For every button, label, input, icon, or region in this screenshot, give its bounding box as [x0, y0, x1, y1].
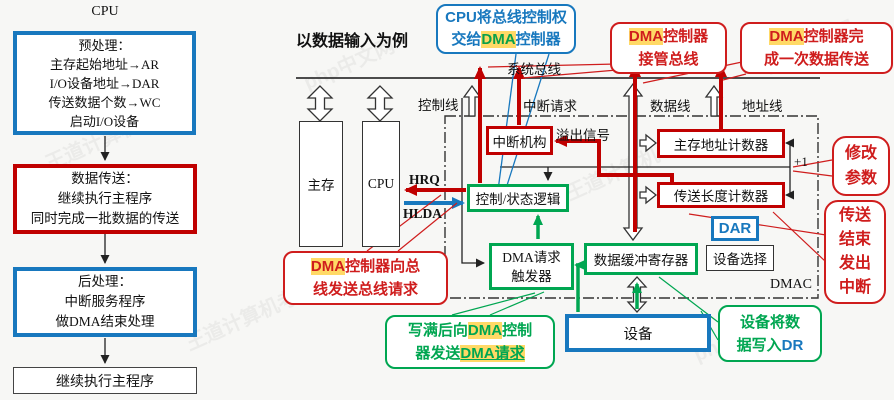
callout-dma-request: 写满后向DMA控制器发送DMA请求 [385, 315, 555, 369]
callout-one-transfer-done: DMA控制器完成一次数据传送 [740, 22, 893, 74]
cpu-bus-arrow [366, 85, 394, 122]
dar-block: DAR [711, 216, 759, 241]
callout-modify-params: 修改参数 [832, 136, 890, 196]
cpu-block: CPU [362, 121, 400, 247]
flowchart-cpu-label: CPU [91, 4, 119, 19]
dma-request-trigger-block: DMA请求触发器 [489, 243, 574, 290]
flowchart-continue-box: 继续执行主程序 [13, 367, 197, 394]
inc-to-addr-counter [785, 138, 794, 167]
overflow-signal-path [554, 135, 674, 182]
control-to-trigger [461, 98, 485, 268]
control-line-label: 控制线 [418, 98, 459, 113]
memory-address-counter-block: 主存地址计数器 [657, 129, 785, 158]
callout-end-interrupt: 传送结束发出中断 [824, 200, 886, 304]
callout-device-writes-dr: 设备将数据写入DR [718, 305, 822, 362]
red-dma-paths [404, 64, 727, 232]
memory-block: 主存 [299, 121, 343, 247]
green-device-paths [533, 214, 642, 312]
to-length-counter-arrow [639, 185, 658, 205]
hrq-label: HRQ [409, 172, 440, 187]
callout-bus-request: DMA控制器向总线发送总线请求 [283, 251, 448, 305]
thin-control-paths [100, 98, 794, 364]
flowchart-transfer-box: 数据传送：继续执行主程序同时完成一批数据的传送 [13, 164, 197, 234]
device-block: 设备 [565, 314, 711, 352]
callout-dma-takes-bus: DMA控制器接管总线 [610, 22, 727, 74]
data-line-label: 数据线 [650, 99, 691, 114]
control-status-logic-block: 控制/状态逻辑 [467, 184, 569, 212]
interrupt-unit-block: 中断机构 [486, 126, 553, 155]
dmac-label: DMAC [770, 277, 813, 292]
flowchart-postprocess-box: 后处理：中断服务程序做DMA结束处理 [13, 267, 197, 337]
hlda-label: HLDA [403, 206, 443, 221]
system-bus-label: 系统总线 [507, 62, 561, 77]
data-buffer-block: 数据缓冲寄存器 [584, 243, 698, 275]
callout-cpu-grants-bus: CPU将总线控制权交给DMA控制器 [436, 4, 576, 54]
overflow-signal-label: 溢出信号 [556, 128, 610, 143]
inc-to-length-counter [785, 167, 794, 200]
address-line-label: 地址线 [742, 99, 783, 114]
interrupt-request-label: 中断请求 [523, 99, 577, 114]
device-to-trigger [574, 260, 585, 312]
plus-one-label: +1 [794, 154, 808, 169]
diagram-title: 以数据输入为例 [296, 33, 409, 50]
to-addr-counter-arrow [639, 133, 658, 153]
control-line-arrow [462, 84, 482, 117]
transfer-length-counter-block: 传送长度计数器 [657, 182, 785, 208]
device-select-block: 设备选择 [706, 245, 774, 271]
memory-bus-arrow [306, 85, 334, 122]
